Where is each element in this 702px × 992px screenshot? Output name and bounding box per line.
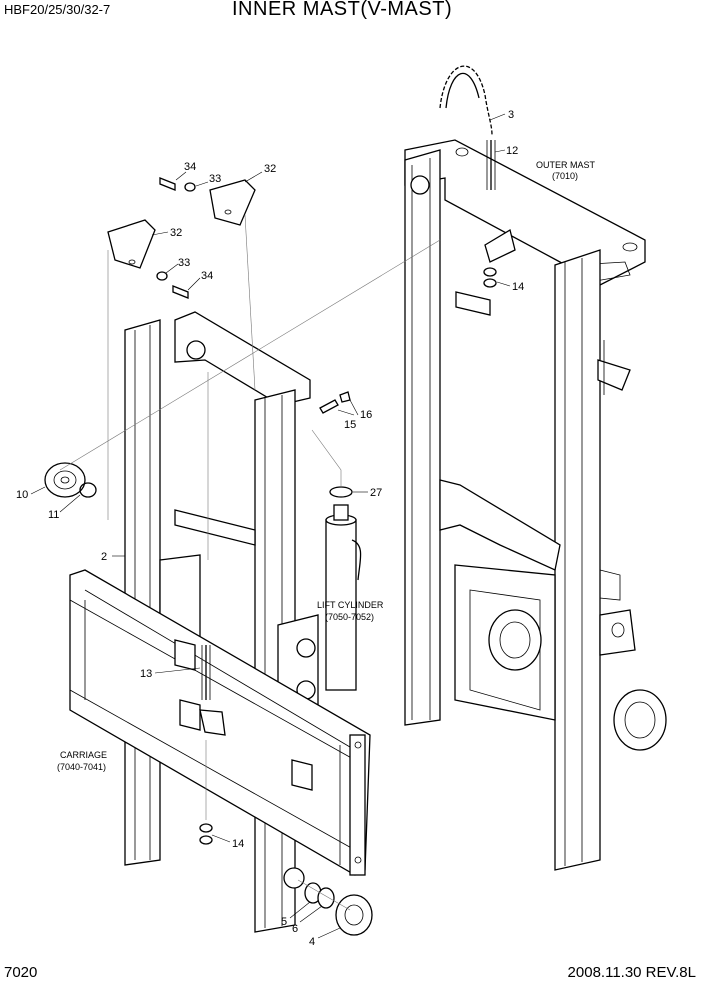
- lift-cylinder: [325, 504, 362, 691]
- captions: OUTER MAST (7010) LIFT CYLINDER (7050-70…: [57, 160, 596, 772]
- part-16-nut: [339, 391, 351, 403]
- part-10-sheave: [44, 462, 86, 498]
- carriage: [69, 569, 371, 876]
- callout-4: 4: [309, 936, 315, 948]
- callout-33: 33: [209, 173, 221, 185]
- callout-14: 14: [232, 838, 244, 850]
- part-32-plate: [107, 219, 156, 269]
- callout-10: 10: [16, 489, 28, 501]
- part-34-bolt: [172, 285, 189, 299]
- page-number: 7020: [4, 964, 38, 981]
- callout-13: 13: [140, 668, 152, 680]
- callout-5: 5: [281, 916, 287, 928]
- carriage-caption-ref: (7040-7041): [57, 762, 106, 772]
- callout-14: 14: [512, 281, 524, 293]
- callout-34: 34: [201, 270, 213, 282]
- part-6-shim: [317, 887, 335, 909]
- assembly-lines: [59, 214, 441, 911]
- part-14-nut: [483, 267, 497, 277]
- part-14-nut: [199, 835, 213, 845]
- callout-15: 15: [344, 419, 356, 431]
- part-27-o-ring: [329, 486, 353, 498]
- part-15-pin: [319, 399, 339, 414]
- part-11-snap-ring: [79, 482, 97, 498]
- outer-mast: [404, 139, 667, 871]
- part-33-washer: [156, 271, 168, 281]
- callout-12: 12: [506, 145, 518, 157]
- callout-6: 6: [292, 923, 298, 935]
- callout-3: 3: [508, 109, 514, 121]
- callout-32: 32: [170, 227, 182, 239]
- outer-mast-caption-ref: (7010): [552, 171, 578, 181]
- revision-date: 2008.11.30 REV.8L: [567, 964, 696, 981]
- callout-27: 27: [370, 487, 382, 499]
- part-33-washer: [184, 182, 196, 192]
- callout-32: 32: [264, 163, 276, 175]
- callout-labels: 34 33 32 32 33 34 3 12 14 16 15 27 10 11…: [16, 109, 524, 948]
- leader-lines: [30, 113, 511, 939]
- lift-cylinder-caption: LIFT CYLINDER: [317, 600, 384, 610]
- part-4-bearing: [335, 894, 373, 936]
- carriage-caption: CARRIAGE: [60, 750, 107, 760]
- part-32-plate: [209, 179, 256, 226]
- page-title: INNER MAST(V-MAST): [232, 0, 453, 20]
- lift-chain: [439, 65, 496, 190]
- model-number: HBF20/25/30/32-7: [4, 2, 111, 17]
- callout-11: 11: [48, 509, 59, 521]
- part-14-nut: [483, 278, 497, 288]
- part-14-nut: [199, 823, 213, 833]
- callout-34: 34: [184, 161, 196, 173]
- callout-16: 16: [360, 409, 372, 421]
- callout-2: 2: [101, 551, 107, 563]
- part-34-bolt: [159, 177, 176, 191]
- outer-mast-caption: OUTER MAST: [536, 160, 596, 170]
- callout-33: 33: [178, 257, 190, 269]
- lift-cylinder-caption-ref: (7050-7052): [325, 612, 374, 622]
